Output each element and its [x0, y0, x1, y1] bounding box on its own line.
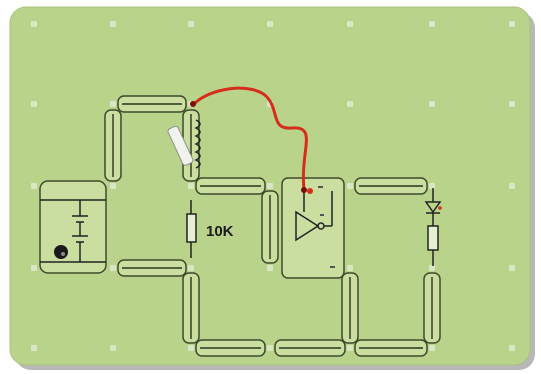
resistor-value-label: 10K: [206, 223, 234, 240]
board-peg: [509, 101, 515, 107]
logic-gate-pin-marking: [318, 186, 323, 188]
board-peg: [110, 345, 116, 351]
board-peg: [188, 265, 194, 271]
reed-switch-body: [167, 125, 194, 166]
board-peg: [31, 345, 37, 351]
board-peg: [509, 345, 515, 351]
circuit-segments: [104, 95, 441, 357]
logic-gate-pin-marking: [330, 266, 335, 268]
board-peg: [429, 183, 435, 189]
board-peg: [347, 21, 353, 27]
battery-icon: [40, 199, 106, 263]
board-peg: [31, 101, 37, 107]
board-peg: [188, 21, 194, 27]
resistor-body: [186, 213, 197, 243]
logic-gate-pin-marking: [320, 214, 324, 216]
board-peg: [347, 183, 353, 189]
board-peg: [110, 265, 116, 271]
board-peg: [509, 265, 515, 271]
logic-gate-module[interactable]: [281, 177, 345, 279]
not-gate-icon: [295, 191, 333, 242]
coil-icon: [194, 119, 201, 169]
board-peg: [267, 265, 273, 271]
board-peg: [429, 265, 435, 271]
jumper-wire-path: [192, 86, 308, 192]
jumper-wire-end: [190, 101, 196, 107]
jumper-wire-icon[interactable]: [190, 86, 308, 193]
logic-gate-block: [281, 177, 345, 279]
board-peg: [31, 265, 37, 271]
board-peg: [110, 101, 116, 107]
battery-terminal-icon: [54, 245, 68, 259]
resistor-icon[interactable]: [186, 200, 197, 258]
board-peg: [188, 183, 194, 189]
board-peg: [267, 21, 273, 27]
board-peg: [267, 183, 273, 189]
reed-switch-icon[interactable]: [167, 125, 194, 166]
jumper-wire-end: [301, 187, 307, 193]
led-icon: [424, 188, 442, 226]
resistor-icon: [427, 225, 439, 266]
board-peg: [429, 21, 435, 27]
battery-block: [39, 180, 107, 274]
led-indicator: [438, 206, 442, 210]
board-peg: [110, 21, 116, 27]
board-peg: [31, 183, 37, 189]
board-peg: [429, 101, 435, 107]
board-peg: [509, 21, 515, 27]
peg-grid: [31, 21, 515, 351]
led-resistor-body: [427, 225, 439, 251]
board-peg: [188, 345, 194, 351]
board-peg: [31, 21, 37, 27]
board-peg: [509, 183, 515, 189]
board-peg: [429, 345, 435, 351]
board-peg: [267, 345, 273, 351]
board-peg: [110, 183, 116, 189]
battery-terminal-highlight: [61, 252, 65, 256]
board-peg: [347, 101, 353, 107]
battery-module[interactable]: [39, 180, 107, 274]
logic-gate-input-pin: [307, 188, 313, 194]
board-peg: [347, 345, 353, 351]
board-peg: [347, 265, 353, 271]
